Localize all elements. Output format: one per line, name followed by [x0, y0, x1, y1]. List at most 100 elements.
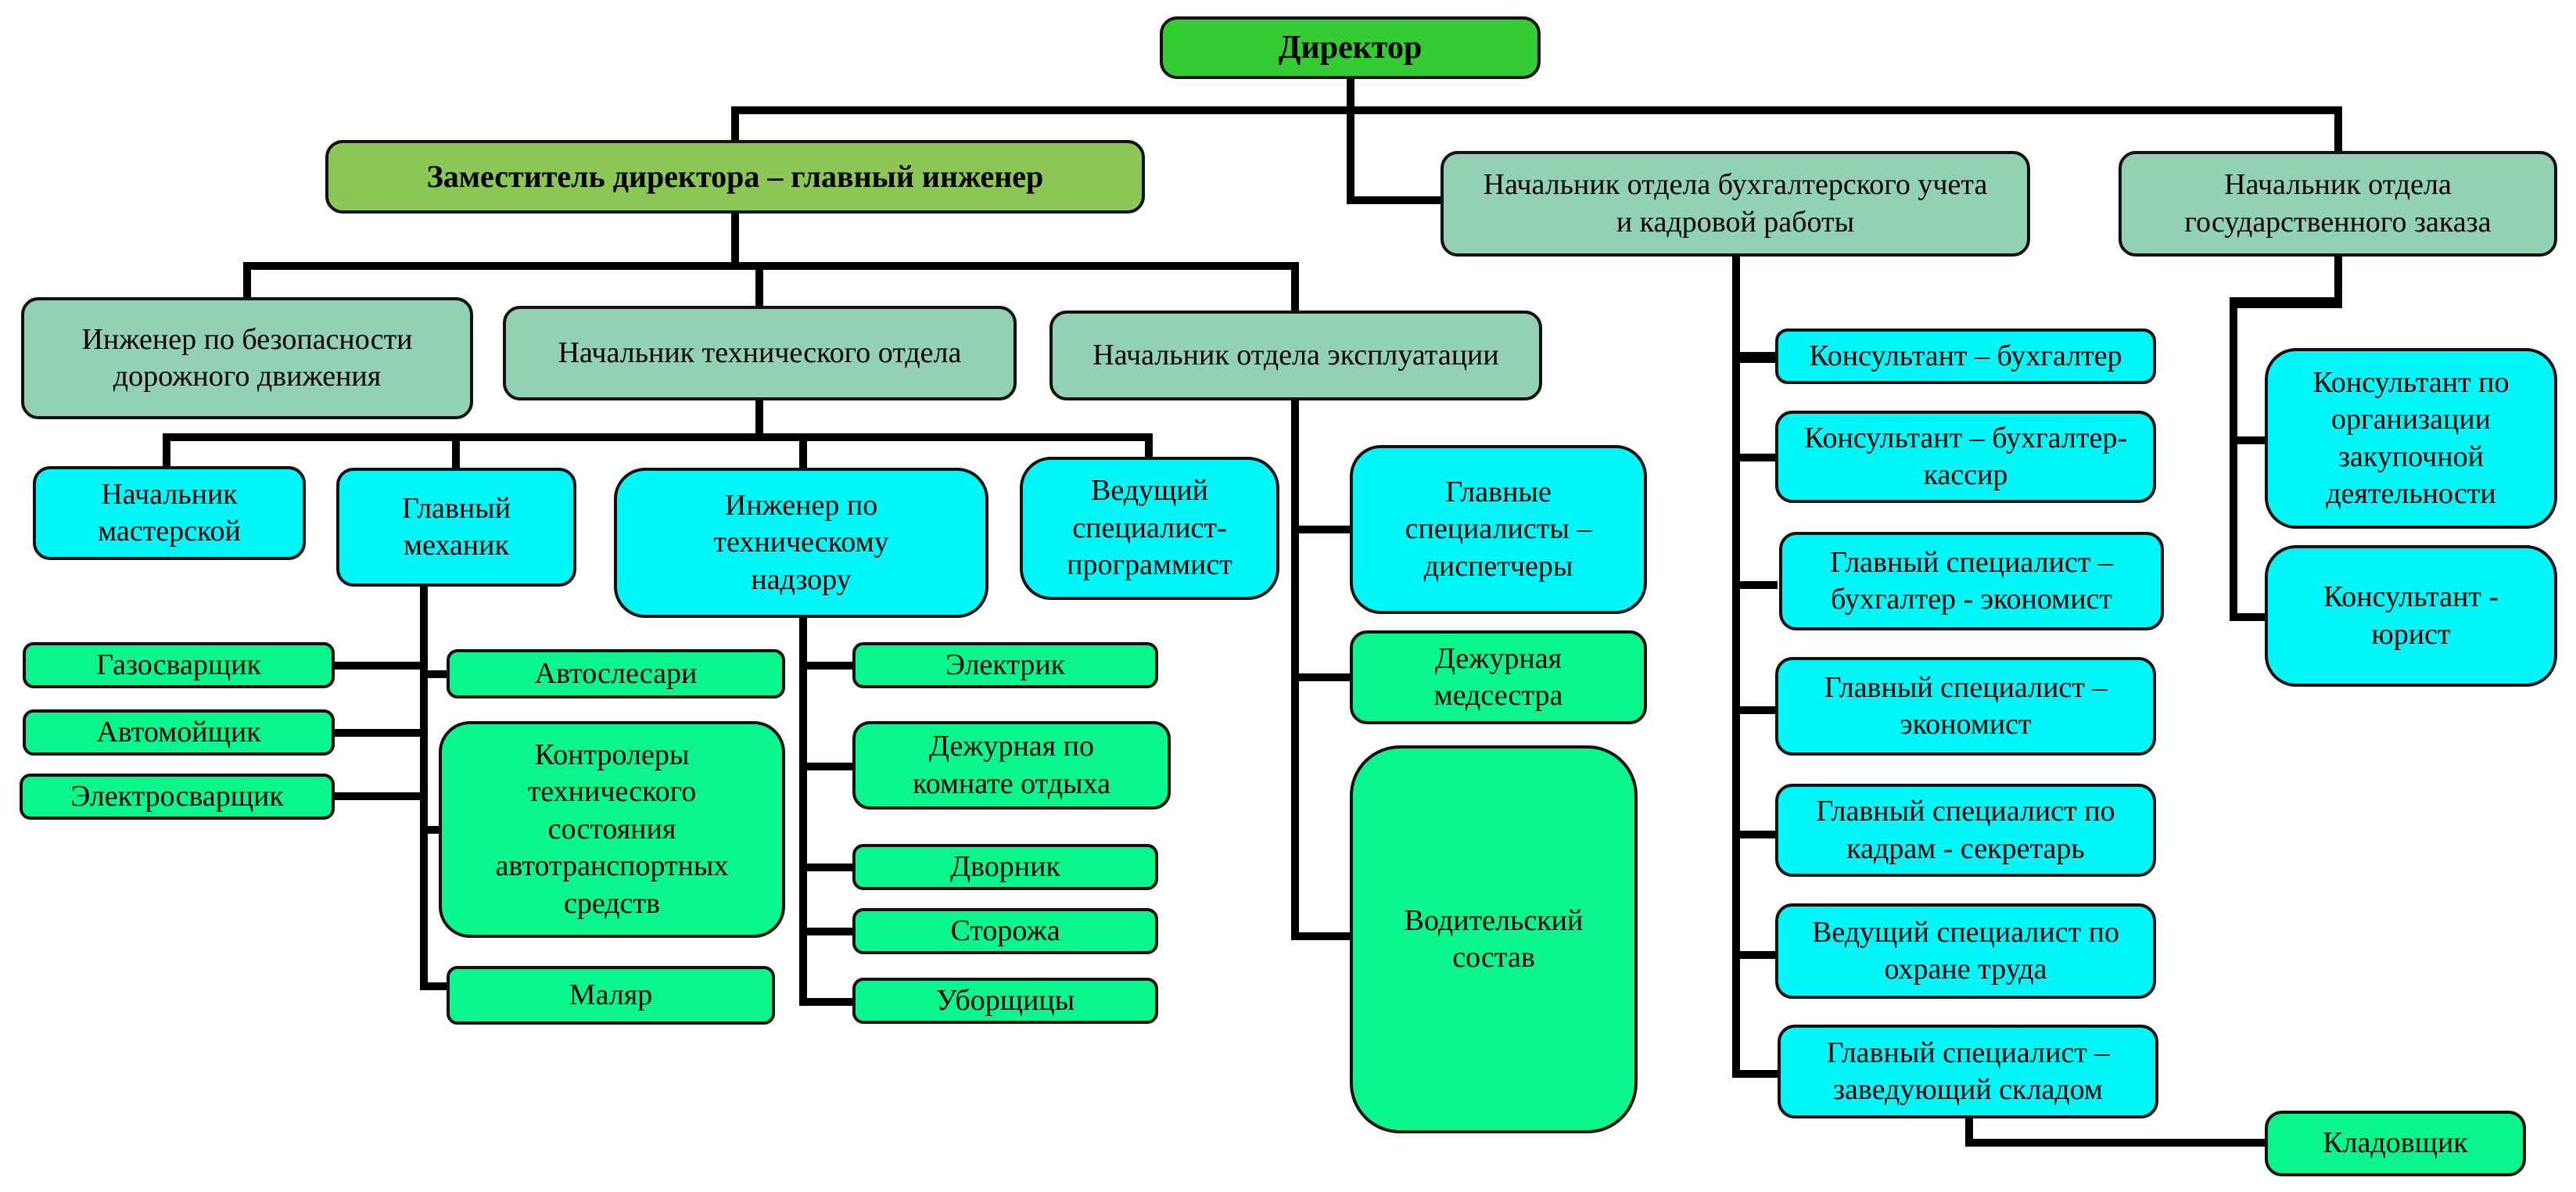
storekeeper-label: Кладовщик	[2323, 1126, 2468, 1160]
drivers-box[interactable]: Водительский состав	[1350, 745, 1638, 1133]
warehouse-head-box[interactable]: Главный специалист – заведующий складом	[1778, 1025, 2158, 1118]
connector	[452, 433, 460, 469]
tech-dept-head-box[interactable]: Начальник технического отдела	[503, 306, 1017, 400]
connector	[1965, 1139, 2267, 1147]
lawyer-box[interactable]: Консультант - юрист	[2265, 545, 2557, 687]
procurement-consultant-label: Консультант по организации закупочной де…	[2312, 365, 2510, 511]
workshop-head-label: Начальник мастерской	[98, 477, 241, 548]
connector	[335, 792, 425, 800]
accounting-staff-label: Ведущий специалист по охране труда	[1811, 915, 2120, 986]
connector	[1732, 454, 1778, 461]
director-box[interactable]: Директор	[1160, 16, 1541, 79]
connector	[163, 433, 1153, 441]
electric-welder-box[interactable]: Электросварщик	[20, 774, 335, 820]
accounting-staff-label: Консультант – бухгалтер- кассир	[1804, 421, 2127, 492]
drivers-label: Водительский состав	[1404, 903, 1584, 975]
connector	[243, 262, 251, 300]
procurement-consultant-box[interactable]: Консультант по организации закупочной де…	[2265, 348, 2557, 529]
connector	[1291, 932, 1352, 940]
connector	[755, 400, 763, 441]
gas-welder-label: Газосварщик	[96, 648, 261, 681]
connector	[2230, 613, 2267, 621]
connector	[163, 433, 170, 468]
connector	[1732, 352, 1778, 363]
storekeeper-box[interactable]: Кладовщик	[2265, 1111, 2526, 1176]
connector	[799, 763, 854, 770]
connector	[1965, 1118, 1973, 1145]
guards-label: Сторожа	[950, 914, 1060, 947]
director-label: Директор	[1278, 29, 1423, 66]
connector	[799, 618, 807, 1006]
connector	[799, 662, 854, 670]
connector	[2334, 106, 2342, 153]
connector	[420, 982, 448, 990]
connector	[2230, 297, 2237, 621]
deputy-director-box[interactable]: Заместитель директора – главный инженер	[325, 140, 1145, 214]
connector	[1732, 831, 1778, 838]
janitor-box[interactable]: Дворник	[852, 844, 1158, 890]
mechanics-label: Автослесари	[534, 656, 698, 690]
car-washer-box[interactable]: Автомойщик	[23, 709, 335, 756]
janitor-label: Дворник	[950, 849, 1060, 883]
tech-dept-head-label: Начальник технического отдела	[558, 336, 962, 369]
inspector-label: Инженер по техническому надзору	[713, 488, 889, 596]
electrician-box[interactable]: Электрик	[852, 642, 1158, 688]
mechanics-box[interactable]: Автослесари	[447, 649, 785, 698]
connector	[1291, 400, 1299, 940]
rest-room-attendant-box[interactable]: Дежурная по комнате отдыха	[852, 721, 1171, 810]
dispatchers-box[interactable]: Главные специалисты – диспетчеры	[1350, 445, 1647, 614]
ops-dept-head-box[interactable]: Начальник отдела эксплуатации	[1049, 311, 1542, 400]
connector	[799, 433, 807, 469]
chief-mechanic-box[interactable]: Главный механик	[336, 468, 576, 587]
connector	[335, 729, 425, 737]
car-washer-label: Автомойщик	[96, 715, 261, 749]
accounting-staff-box[interactable]: Главный специалист – экономист	[1775, 657, 2156, 756]
programmer-box[interactable]: Ведущий специалист- программист	[1020, 457, 1279, 600]
connector	[2334, 257, 2342, 305]
painter-box[interactable]: Маляр	[447, 966, 775, 1025]
accounting-staff-box[interactable]: Главный специалист по кадрам - секретарь	[1775, 784, 2156, 877]
road-safety-engineer-box[interactable]: Инженер по безопасности дорожного движен…	[21, 297, 473, 419]
accounting-staff-label: Главный специалист – экономист	[1824, 670, 2108, 741]
connector	[731, 214, 739, 270]
road-safety-engineer-label: Инженер по безопасности дорожного движен…	[81, 322, 413, 393]
connector	[420, 587, 428, 989]
connector	[1732, 951, 1778, 959]
electric-welder-label: Электросварщик	[70, 779, 284, 813]
inspector-box[interactable]: Инженер по техническому надзору	[614, 468, 988, 618]
gov-order-head-label: Начальник отдела государственного заказа	[2184, 168, 2492, 239]
chief-mechanic-label: Главный механик	[401, 491, 511, 562]
connector	[731, 106, 739, 142]
workshop-head-box[interactable]: Начальник мастерской	[33, 466, 306, 560]
cleaners-box[interactable]: Уборщицы	[852, 978, 1158, 1024]
painter-label: Маляр	[569, 978, 653, 1011]
warehouse-head-label: Главный специалист – заведующий складом	[1826, 1036, 2110, 1107]
accounting-staff-box[interactable]: Консультант – бухгалтер- кассир	[1775, 411, 2156, 503]
electrician-label: Электрик	[945, 648, 1066, 681]
connector	[243, 262, 1299, 270]
lawyer-label: Консультант - юрист	[2323, 580, 2499, 651]
accounting-staff-box[interactable]: Ведущий специалист по охране труда	[1775, 903, 2156, 999]
dispatchers-label: Главные специалисты – диспетчеры	[1405, 475, 1592, 583]
connector	[2230, 297, 2342, 308]
accounting-staff-box[interactable]: Главный специалист – бухгалтер - экономи…	[1779, 532, 2164, 630]
vehicle-inspectors-label: Контролеры технического состояния автотр…	[495, 738, 729, 920]
deputy-director-label: Заместитель директора – главный инженер	[426, 159, 1044, 194]
connector	[420, 670, 448, 678]
connector	[2230, 436, 2267, 444]
nurse-box[interactable]: Дежурная медсестра	[1350, 630, 1647, 724]
connector	[1347, 79, 1354, 204]
guards-box[interactable]: Сторожа	[852, 908, 1158, 954]
gov-order-head-box[interactable]: Начальник отдела государственного заказа	[2119, 151, 2557, 257]
gas-welder-box[interactable]: Газосварщик	[23, 642, 335, 688]
ops-dept-head-label: Начальник отдела эксплуатации	[1092, 338, 1499, 372]
vehicle-inspectors-box[interactable]: Контролеры технического состояния автотр…	[439, 721, 785, 938]
connector	[1291, 262, 1299, 312]
accounting-staff-label: Главный специалист по кадрам - секретарь	[1816, 795, 2115, 865]
connector	[1732, 581, 1778, 589]
accounting-head-box[interactable]: Начальник отдела бухгалтерского учета и …	[1440, 151, 2030, 257]
connector	[420, 826, 442, 834]
connector	[1347, 196, 1444, 204]
connector	[1732, 706, 1778, 714]
accounting-staff-box[interactable]: Консультант – бухгалтер	[1775, 329, 2156, 384]
